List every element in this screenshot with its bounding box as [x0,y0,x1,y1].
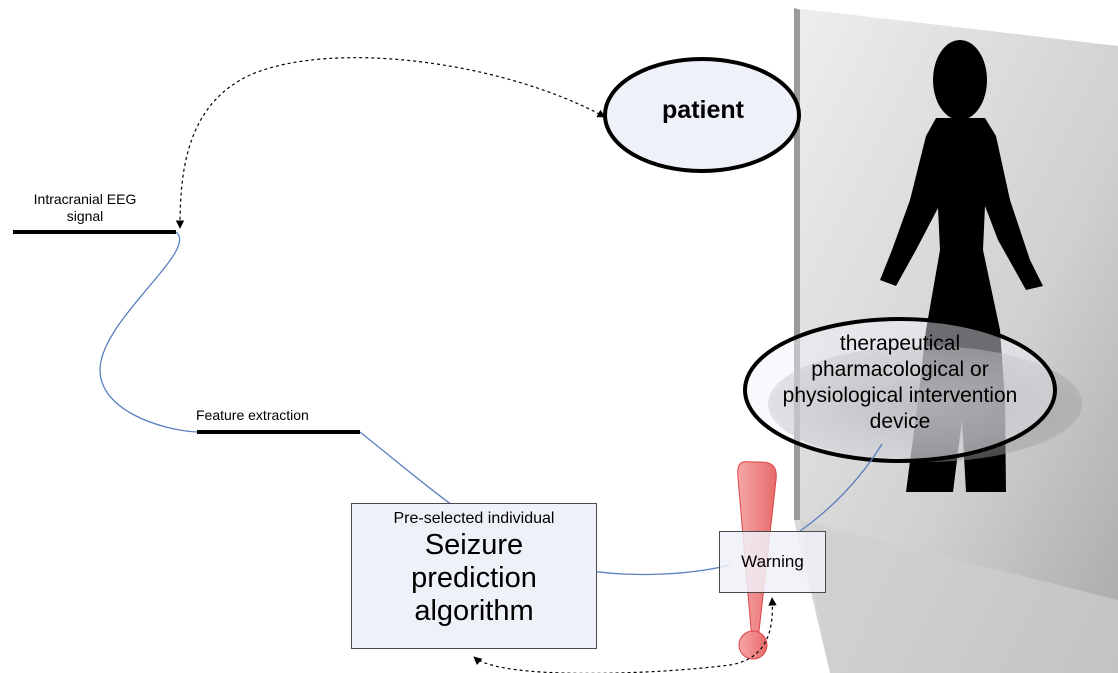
patient-to-eeg-arrow [175,57,606,229]
feature-extraction-label: Feature extraction [196,407,309,423]
algorithm-subtitle: Pre-selected individual [393,510,555,527]
seizure-prediction-algorithm-box: Pre-selected individual Seizure predicti… [351,503,597,649]
warning-box: Warning [719,531,826,593]
eeg-signal-label: Intracranial EEG signal [33,191,137,224]
warning-label: Warning [741,552,804,571]
warning-to-device-connector [799,443,883,532]
patient-label: patient [662,96,744,124]
intervention-shadow [768,346,1082,462]
eeg-to-feature-connector [99,231,198,433]
algorithm-title: Seizure prediction algorithm [411,529,537,627]
intervention-device-label: therapeutical pharmacological or physiol… [782,332,1018,433]
intervention-ellipse [743,317,1057,463]
